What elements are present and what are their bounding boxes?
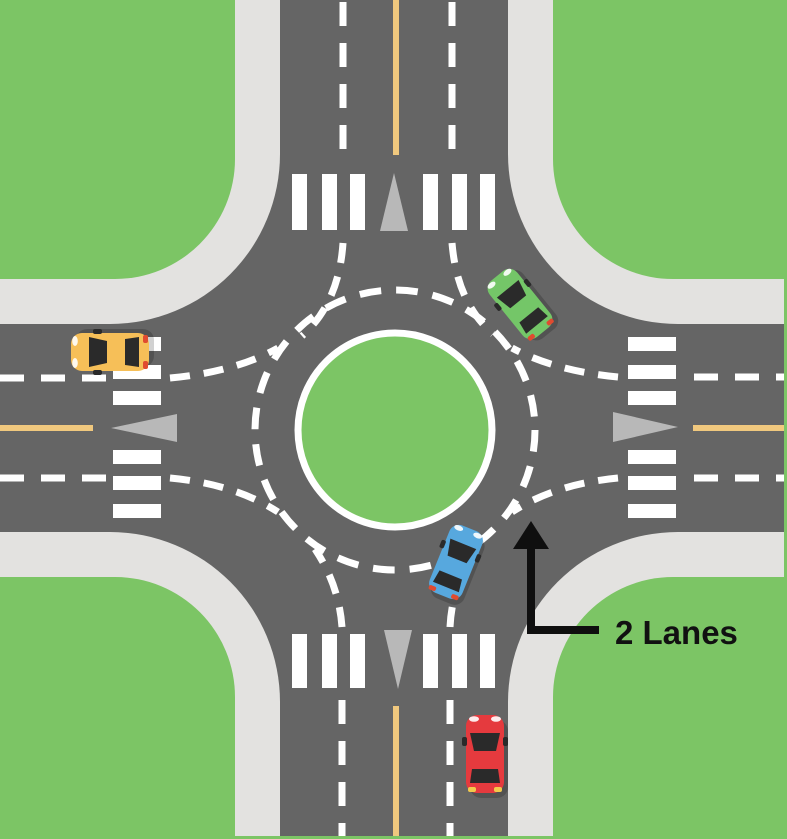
crosswalk-stripe [113, 391, 161, 405]
grass-top-left [0, 0, 235, 279]
lanes-annotation: 2 Lanes [513, 521, 738, 651]
yield-triangle-east [613, 412, 678, 442]
crosswalk-stripe [628, 337, 676, 351]
crosswalk-stripe [423, 174, 438, 230]
car-yellow [71, 329, 154, 375]
grass-edge-bottom [0, 836, 787, 839]
connector-east-lower [510, 474, 619, 515]
yield-triangle-north [380, 173, 408, 231]
crosswalk-north [292, 174, 495, 230]
crosswalk-stripe [628, 476, 676, 490]
crosswalk-stripe [480, 634, 495, 688]
crosswalk-stripe [350, 174, 365, 230]
crosswalk-stripe [350, 634, 365, 688]
crosswalk-stripe [452, 634, 467, 688]
crosswalk-east [628, 337, 676, 518]
crosswalk-south [292, 634, 495, 688]
crosswalk-stripe [113, 450, 161, 464]
crosswalk-stripe [452, 174, 467, 230]
lanes-label: 2 Lanes [615, 614, 738, 651]
connector-north-left [299, 242, 347, 339]
connector-north-right [448, 242, 496, 337]
crosswalk-stripe [423, 634, 438, 688]
crosswalk-stripe [628, 450, 676, 464]
crosswalk-stripe [322, 174, 337, 230]
roundabout-lane-ring [251, 286, 539, 574]
crosswalk-stripe [322, 634, 337, 688]
connector-west-lower [169, 474, 280, 515]
grass-bottom-left [0, 577, 235, 839]
crosswalk-stripe [628, 365, 676, 379]
grass-bottom-right [553, 577, 787, 839]
grass-edge-right [784, 0, 787, 839]
grass-top-right [553, 0, 787, 279]
crosswalk-stripe [480, 174, 495, 230]
crosswalk-stripe [628, 391, 676, 405]
car-red [462, 715, 508, 798]
lanes-arrow-head-icon [513, 521, 549, 549]
connector-east-upper [510, 344, 619, 381]
crosswalk-stripe [113, 476, 161, 490]
yield-triangle-south [384, 630, 412, 689]
crosswalk-stripe [628, 504, 676, 518]
yield-triangle-west [111, 414, 177, 442]
lanes-arrow-line [527, 544, 599, 634]
crosswalk-stripe [113, 504, 161, 518]
crosswalk-stripe [292, 634, 307, 688]
crosswalk-stripe [292, 174, 307, 230]
car-green [487, 268, 559, 341]
connector-west-upper [169, 344, 280, 382]
car-blue [428, 524, 485, 605]
connector-south-left [312, 547, 346, 628]
roundabout-central-island [294, 329, 496, 531]
